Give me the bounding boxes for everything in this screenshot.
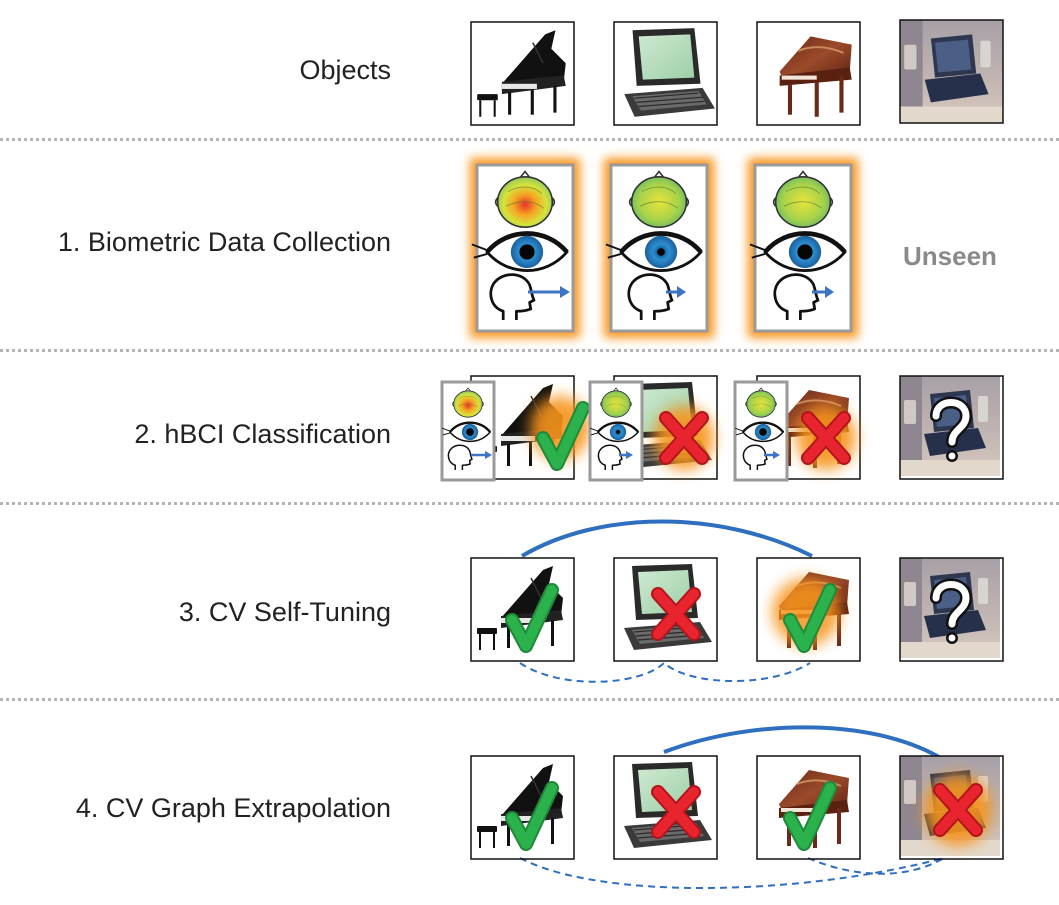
section-divider xyxy=(0,349,1059,352)
biometric-panel xyxy=(748,158,858,338)
section-divider xyxy=(0,138,1059,141)
self-tuning-row xyxy=(470,519,1004,683)
graph-edge-solid xyxy=(663,725,946,762)
graph-edge-solid xyxy=(520,519,813,558)
row-label-cv-graph-extrapolation: 4. CV Graph Extrapolation xyxy=(75,793,391,823)
biometric-panels xyxy=(470,158,858,338)
row-label-biometric-collection: 1. Biometric Data Collection xyxy=(57,227,391,257)
mini-biometric-panel xyxy=(440,380,496,482)
object-wooden-grand-piano xyxy=(755,20,862,127)
row-label-objects: Objects xyxy=(299,55,391,85)
biometric-panel xyxy=(470,158,580,338)
mini-biometric-panel xyxy=(588,380,644,482)
objects-row xyxy=(470,19,1004,127)
object-laptop xyxy=(613,21,718,126)
section-divider xyxy=(0,698,1059,701)
biometric-panel xyxy=(604,158,714,338)
row-label-cv-self-tuning: 3. CV Self-Tuning xyxy=(178,597,391,627)
graph-edge-dashed xyxy=(519,661,811,683)
row-label-hbci-classification: 2. hBCI Classification xyxy=(134,419,391,449)
mini-biometric-panel xyxy=(733,380,789,482)
section-divider xyxy=(0,502,1059,505)
graph-edge-dashed xyxy=(519,857,945,890)
extrapolation-row xyxy=(470,725,1004,890)
classification-row xyxy=(440,375,1004,482)
object-laptop-desk-photo xyxy=(900,20,1003,123)
unseen-label: Unseen xyxy=(903,241,997,271)
object-black-grand-piano xyxy=(470,21,575,126)
